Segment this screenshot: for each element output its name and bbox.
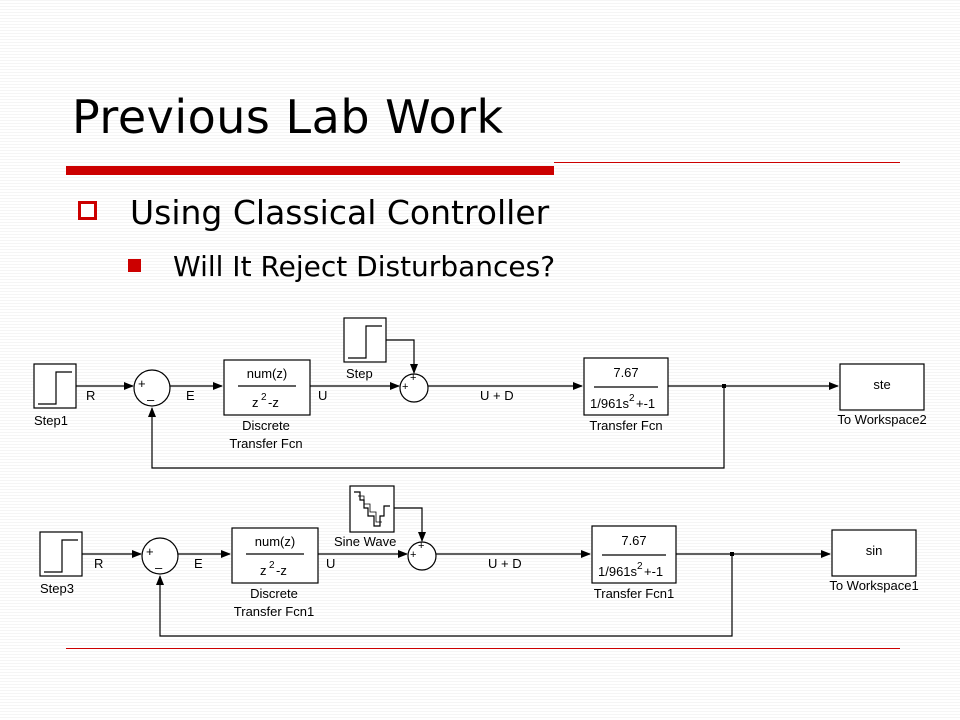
- sum1-minus-sign: –: [147, 392, 155, 407]
- filled-square-bullet-icon: [128, 259, 141, 272]
- disturbance-label: Step: [346, 366, 373, 381]
- plant1-den-exp: 2: [637, 561, 643, 572]
- sum1-minus-sign-bottom: –: [155, 560, 163, 575]
- workspace-var: ste: [873, 377, 890, 392]
- tf-den-exp: 2: [261, 392, 267, 403]
- tf1-den-base: z: [260, 563, 267, 578]
- workspace1-var: sin: [866, 543, 883, 558]
- sine-wave-block[interactable]: [349, 485, 395, 533]
- title-rule-thick: [66, 166, 554, 175]
- tf-label-line2: Transfer Fcn: [229, 436, 302, 451]
- sum1-plus-sign: +: [138, 376, 146, 391]
- workspace-label: To Workspace2: [837, 412, 926, 427]
- plant1-label: Transfer Fcn1: [594, 586, 674, 601]
- signal-u-label-bottom: U: [326, 556, 335, 571]
- diagram-bottom: [39, 485, 917, 637]
- tf1-label-line2: Transfer Fcn1: [234, 604, 314, 619]
- step1-block[interactable]: [33, 363, 77, 409]
- bullet-level2-text: Will It Reject Disturbances?: [173, 250, 556, 283]
- discrete-tf1-block[interactable]: [231, 527, 319, 584]
- branch-point-bottom: [730, 552, 734, 556]
- plant1-den-a: 1/961s: [598, 564, 638, 579]
- sum2-plus-left: +: [402, 381, 408, 393]
- signal-e-label: E: [186, 388, 195, 403]
- workspace1-label: To Workspace1: [829, 578, 918, 593]
- disturbance-step-block[interactable]: [343, 317, 387, 363]
- sum2-block[interactable]: [399, 373, 429, 403]
- branch-point: [722, 384, 726, 388]
- tf1-den-exp: 2: [269, 560, 275, 571]
- plant1-numerator: 7.67: [621, 533, 646, 548]
- diagram-top-labels: Step1 R + – E num(z) z 2 -z Discrete Tra…: [34, 365, 927, 451]
- sum1-block-bottom[interactable]: [141, 537, 179, 575]
- slide-title: Previous Lab Work: [72, 90, 504, 144]
- sum2-plus-left-bottom: +: [410, 549, 416, 561]
- sum2-plus-top: +: [410, 372, 416, 384]
- title-rule-thin: [554, 162, 900, 163]
- step1-label: Step1: [34, 413, 68, 428]
- plant-numerator: 7.67: [613, 365, 638, 380]
- plant-den-a: 1/961s: [590, 396, 630, 411]
- footer-rule: [66, 648, 900, 649]
- signal-u-label: U: [318, 388, 327, 403]
- tf-numerator: num(z): [247, 366, 287, 381]
- diagram-bottom-labels: Step3 R + – E num(z) z 2 -z Discrete Tra…: [40, 533, 919, 619]
- tf-den-base: z: [252, 395, 259, 410]
- step3-label: Step3: [40, 581, 74, 596]
- signal-r-label-bottom: R: [94, 556, 103, 571]
- plant-den-b: +-1: [636, 396, 655, 411]
- sine-wave-label: Sine Wave: [334, 534, 396, 549]
- hollow-square-bullet-icon: [78, 201, 97, 220]
- plant1-den-b: +-1: [644, 564, 663, 579]
- discrete-tf-block[interactable]: [223, 359, 311, 416]
- bullet-level1-text: Using Classical Controller: [130, 193, 550, 232]
- signal-e-label-bottom: E: [194, 556, 203, 571]
- to-workspace-block[interactable]: [839, 363, 925, 411]
- plant-den-exp: 2: [629, 393, 635, 404]
- plant-tf1-block[interactable]: [591, 525, 677, 584]
- plant-tf-block[interactable]: [583, 357, 669, 416]
- tf-den-rest: -z: [268, 395, 279, 410]
- tf1-label-line1: Discrete: [250, 586, 298, 601]
- sum1-block[interactable]: [133, 369, 171, 407]
- signal-r-label: R: [86, 388, 95, 403]
- plant-label: Transfer Fcn: [589, 418, 662, 433]
- signal-ud-label: U + D: [480, 388, 514, 403]
- tf1-numerator: num(z): [255, 534, 295, 549]
- tf-label-line1: Discrete: [242, 418, 290, 433]
- signal-ud-label-bottom: U + D: [488, 556, 522, 571]
- sum2-plus-top-bottom: +: [418, 540, 424, 552]
- diagram-top: [33, 317, 925, 469]
- sum2-block-bottom[interactable]: [407, 541, 437, 571]
- sum1-plus-sign-bottom: +: [146, 544, 154, 559]
- tf1-den-rest: -z: [276, 563, 287, 578]
- to-workspace1-block[interactable]: [831, 529, 917, 577]
- step3-block[interactable]: [39, 531, 83, 577]
